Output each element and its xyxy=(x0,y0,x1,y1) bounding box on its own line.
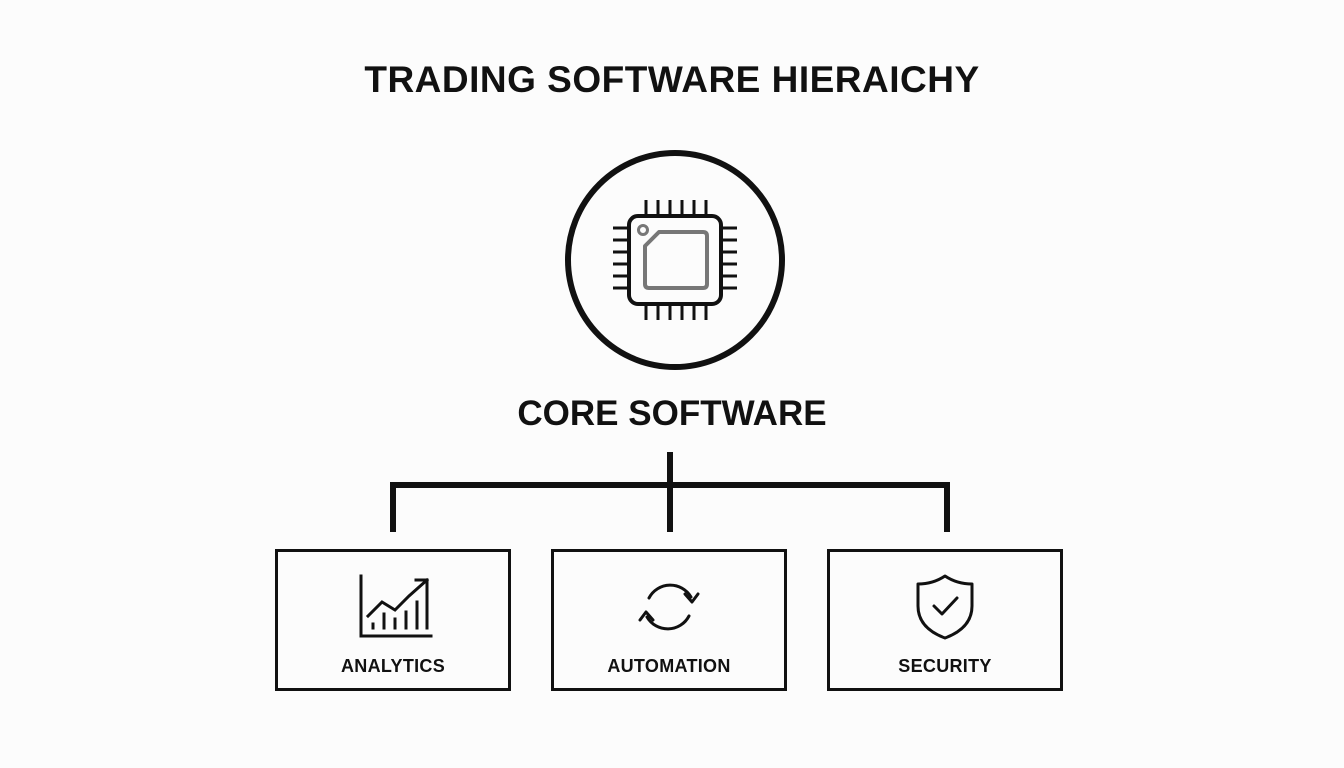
automation-label: AUTOMATION xyxy=(607,656,731,676)
core-software-label: CORE SOFTWARE xyxy=(517,394,827,433)
automation-node[interactable]: AUTOMATION xyxy=(551,549,787,691)
security-label: SECURITY xyxy=(898,656,992,676)
analytics-node[interactable]: ANALYTICS xyxy=(275,549,511,691)
cpu-chip-icon xyxy=(613,200,737,320)
security-node[interactable]: SECURITY xyxy=(827,549,1063,691)
analytics-label: ANALYTICS xyxy=(340,656,446,676)
branch-connector xyxy=(390,482,950,532)
line-chart-growth-icon xyxy=(359,574,433,638)
core-node[interactable] xyxy=(565,150,785,370)
sync-arrows-icon xyxy=(638,583,700,631)
diagram-title: TRADING SOFTWARE HIERAICHY xyxy=(364,59,980,100)
shield-check-icon xyxy=(916,574,974,640)
